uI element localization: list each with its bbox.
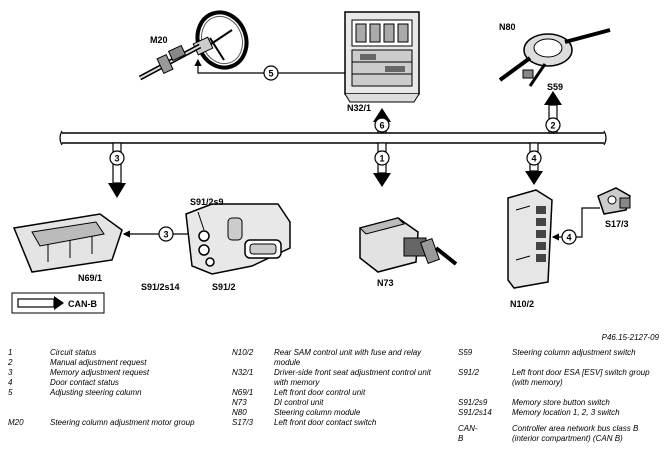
svg-text:1: 1: [379, 154, 384, 164]
svg-text:6: 6: [379, 121, 384, 131]
seat-control-unit-illustration: [344, 11, 420, 103]
svg-text:CAN-B: CAN-B: [68, 299, 97, 309]
signal-line-5: 5: [194, 58, 355, 81]
signal-line-4-door: 4: [551, 207, 600, 245]
signal-line-3-door: 3: [122, 226, 196, 242]
signal-marker-3: 3: [109, 150, 125, 166]
label-n69-1: N69/1: [78, 273, 102, 283]
door-control-unit-illustration: [12, 213, 123, 273]
can-b-bus: [59, 130, 607, 146]
label-n10-2: N10/2: [510, 299, 534, 309]
label-s59: S59: [547, 82, 563, 92]
di-control-unit-illustration: [359, 217, 458, 273]
label-s17-3: S17/3: [605, 219, 629, 229]
label-n32-1: N32/1: [347, 103, 371, 113]
door-switch-group-illustration: [185, 203, 291, 275]
steering-column-module-illustration: [498, 28, 611, 87]
svg-text:5: 5: [268, 69, 273, 79]
svg-text:2: 2: [550, 121, 555, 131]
figure-reference: P46.15-2127-09: [601, 333, 659, 342]
signal-marker-6: 6: [374, 117, 390, 133]
label-n73: N73: [377, 278, 394, 288]
rear-sam-control-unit-illustration: [507, 189, 553, 289]
can-b-legend-key: CAN-B: [11, 292, 105, 314]
signal-marker-4: 4: [526, 150, 542, 166]
signal-marker-1: 1: [374, 150, 390, 166]
door-contact-switch-illustration: [597, 187, 631, 215]
svg-text:4: 4: [531, 154, 536, 164]
svg-text:4: 4: [566, 233, 571, 243]
label-s91-2: S91/2: [212, 282, 236, 292]
svg-text:3: 3: [163, 230, 168, 240]
label-n80: N80: [499, 22, 516, 32]
label-m20: M20: [150, 35, 168, 45]
label-s91-2s9: S91/2s9: [190, 197, 224, 207]
svg-text:3: 3: [114, 154, 119, 164]
signal-marker-2: 2: [545, 117, 561, 133]
steering-column-motor-illustration: [138, 10, 249, 81]
can-b-network-diagram: 3 1 4 6 2 5 3 4: [11, 10, 631, 314]
label-s91-2s14: S91/2s14: [141, 282, 180, 292]
